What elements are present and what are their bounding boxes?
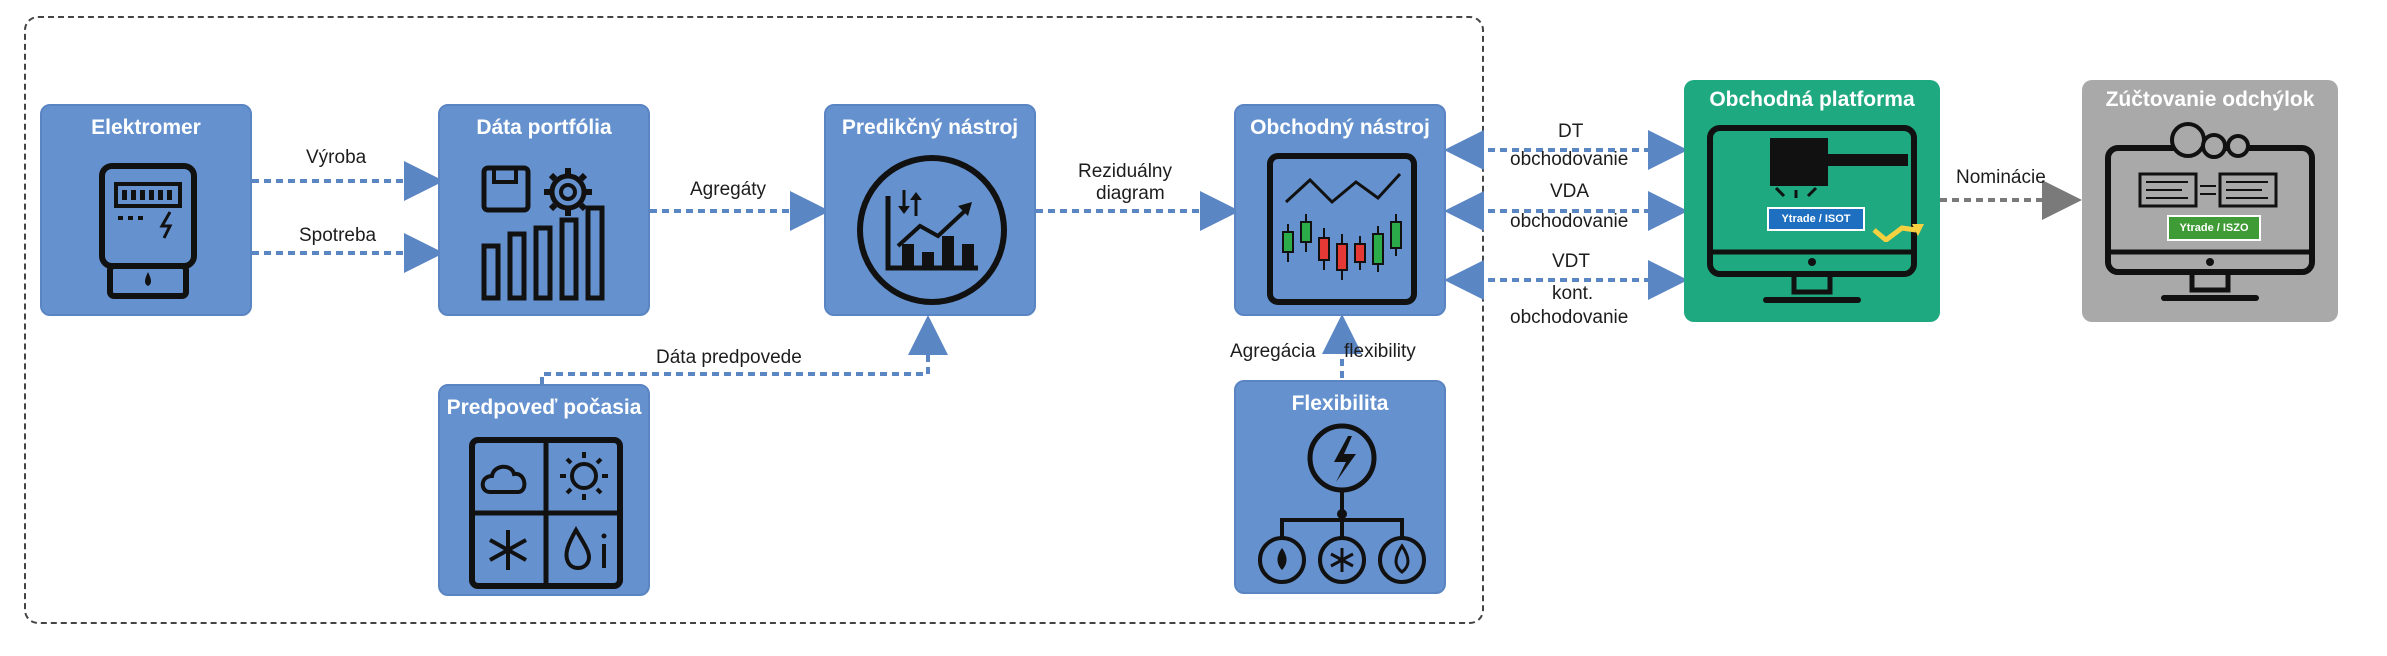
box-obchodny-nastroj-title: Obchodný nástroj <box>1250 116 1430 139</box>
weather-grid-icon <box>469 437 623 589</box>
label-dt: DT <box>1558 121 1584 142</box>
box-obchodny-nastroj: Obchodný nástroj <box>1234 104 1446 316</box>
arrow-data-predpovede <box>540 315 948 384</box>
label-rezidualny-2: diagram <box>1096 183 1165 204</box>
box-flexibilita: Flexibilita <box>1234 380 1446 594</box>
label-vdt-obchodovanie: obchodovanie <box>1510 307 1629 328</box>
portfolio-data-icon <box>481 165 605 301</box>
box-obchodna-platforma-title: Obchodná platforma <box>1709 88 1915 111</box>
growth-arrow-icon <box>1872 224 1924 242</box>
box-zuctovanie-title: Zúčtovanie odchýlok <box>2105 88 2315 111</box>
label-data-predpovede: Dáta predpovede <box>656 347 802 368</box>
label-rezidualny-1: Reziduálny <box>1078 161 1172 182</box>
candlestick-chart-icon <box>1267 153 1417 305</box>
box-predpoved-pocasia-title: Predpoveď počasia <box>446 396 642 419</box>
box-zuctovanie-odchylok: Zúčtovanie odchýlok Ytrade / ISZO <box>2082 80 2338 322</box>
platforma-badge: Ytrade / ISOT <box>1781 213 1851 225</box>
label-dt-obchodovanie: obchodovanie <box>1510 149 1629 170</box>
box-elektromer: Elektromer <box>40 104 252 316</box>
trading-platform-monitor-icon <box>1707 125 1917 303</box>
zuctovanie-badge: Ytrade / ISZO <box>2179 222 2249 234</box>
box-data-portfolia-title: Dáta portfólia <box>476 116 612 139</box>
prediction-chart-icon <box>857 155 1007 305</box>
internal-system-frame <box>24 16 1484 624</box>
box-data-portfolia: Dáta portfólia <box>438 104 650 316</box>
box-predikcny-nastroj: Predikčný nástroj <box>824 104 1036 316</box>
box-elektromer-title: Elektromer <box>91 116 201 139</box>
label-nominacie: Nominácie <box>1956 167 2046 188</box>
label-vyroba: Výroba <box>306 147 367 168</box>
box-predikcny-nastroj-title: Predikčný nástroj <box>841 116 1019 139</box>
label-vda: VDA <box>1550 181 1590 202</box>
settlement-monitor-icon <box>2105 122 2315 301</box>
box-obchodna-platforma: Obchodná platforma Ytrade / ISOT <box>1684 80 1940 322</box>
box-predpoved-pocasia: Predpoveď počasia <box>438 384 650 596</box>
label-agregacia: Agregácia <box>1230 341 1316 362</box>
label-vdt: VDT <box>1552 251 1590 272</box>
flexibility-network-icon <box>1258 423 1426 584</box>
electric-meter-icon <box>99 163 197 299</box>
label-spotreba: Spotreba <box>299 225 377 246</box>
label-agregaty: Agregáty <box>690 179 767 200</box>
label-vdt-kont: kont. <box>1552 283 1594 304</box>
label-flexibility: flexibility <box>1344 341 1416 362</box>
label-vda-obchodovanie: obchodovanie <box>1510 211 1629 232</box>
box-flexibilita-title: Flexibilita <box>1291 392 1389 415</box>
